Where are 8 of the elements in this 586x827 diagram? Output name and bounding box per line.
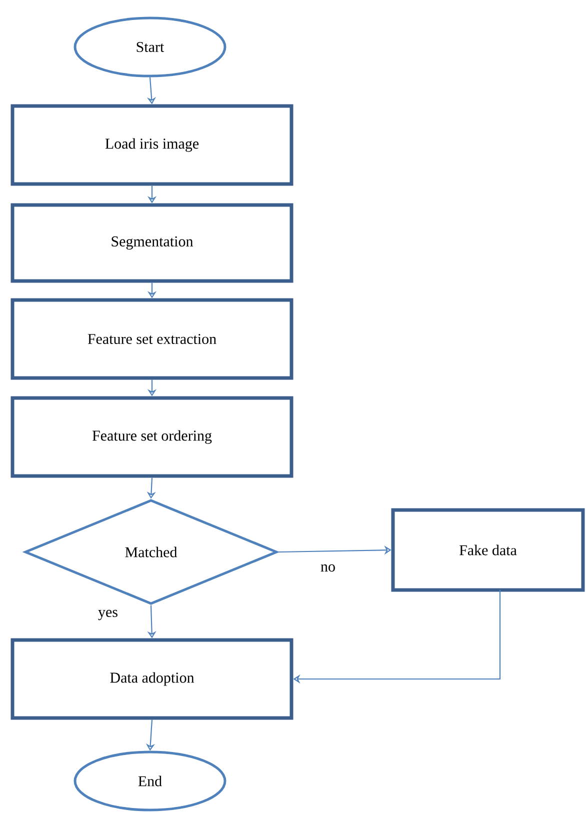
process-box: Fake data — [391, 508, 585, 592]
process-box: Feature set ordering — [10, 396, 294, 478]
process-box: Data adoption — [10, 638, 294, 720]
edge-label: yes — [97, 608, 119, 622]
process-box: Segmentation — [10, 203, 294, 283]
edge-label: no — [320, 563, 336, 573]
process-box: Feature set extraction — [10, 298, 294, 380]
process-box: Load iris image — [10, 104, 294, 186]
